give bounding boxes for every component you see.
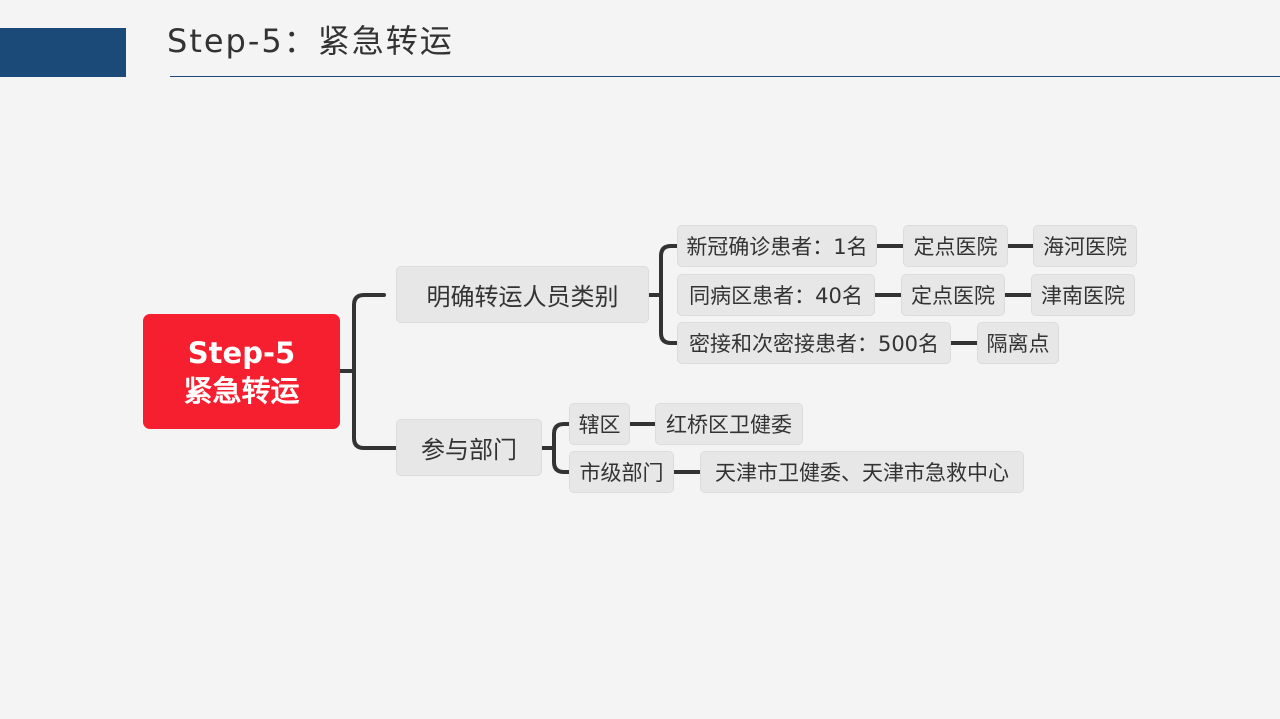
root-label-line2: 紧急转运 [183,373,300,408]
root-label-line1: Step-5 [187,335,296,370]
node-hongqiao-health-commission: 红桥区卫健委 [655,403,803,445]
node-district: 辖区 [569,403,630,445]
page-title: Step-5：紧急转运 [167,22,454,60]
node-jinnan-hospital: 津南医院 [1031,274,1135,316]
mindmap-root: Step-5 紧急转运 [143,314,340,429]
header-divider [170,76,1280,77]
node-close-contacts: 密接和次密接患者：500名 [677,322,951,364]
node-haihe-hospital: 海河医院 [1033,225,1137,267]
node-municipal-departments: 市级部门 [569,451,674,493]
node-tianjin-health-emergency: 天津市卫健委、天津市急救中心 [700,451,1024,493]
connector-root-bracket [352,293,398,450]
node-confirmed-patients: 新冠确诊患者：1名 [677,225,877,267]
node-designated-hospital-2: 定点医院 [901,274,1005,316]
branch-transfer-categories: 明确转运人员类别 [396,266,649,323]
branch-departments: 参与部门 [396,419,542,476]
node-same-ward-patients: 同病区患者：40名 [677,274,875,316]
connector-branch1-bracket [659,244,679,345]
header-accent-bar [0,28,126,77]
node-designated-hospital-1: 定点医院 [903,225,1008,267]
node-isolation-site: 隔离点 [977,322,1059,364]
connector-branch2-bracket [552,422,571,474]
